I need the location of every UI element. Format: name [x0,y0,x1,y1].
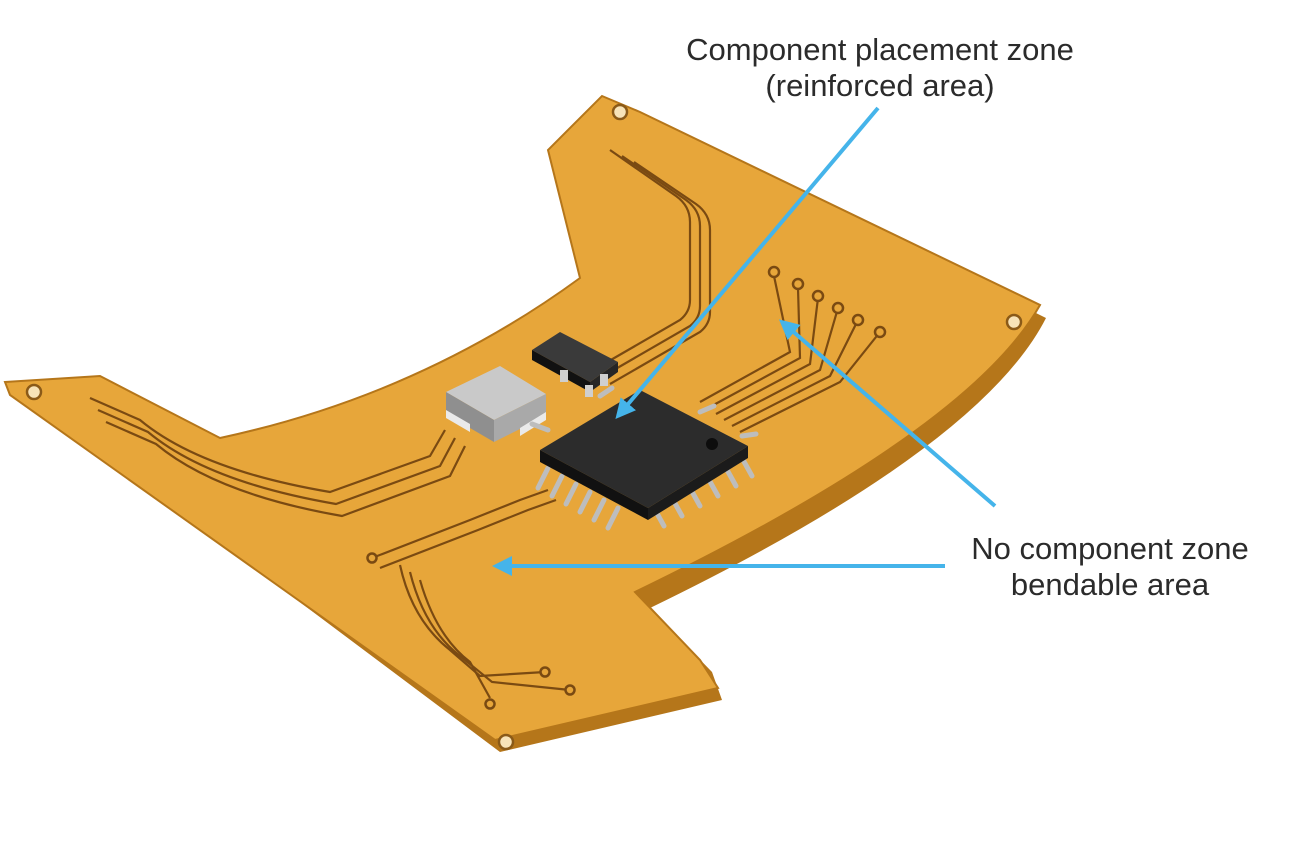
solder-pad [813,291,823,301]
solder-pad [875,327,885,337]
mounting-hole [1007,315,1021,329]
bendable-zone-label-line2: bendable area [930,567,1290,603]
mounting-hole [613,105,627,119]
mounting-hole [27,385,41,399]
solder-pad [541,668,550,677]
pin-1-marker [706,438,718,450]
solder-pad [853,315,863,325]
solder-pad [566,686,575,695]
solder-pad [486,700,495,709]
bendable-zone-label-line1: No component zone [930,531,1290,567]
solder-pad [833,303,843,313]
component-zone-label-line1: Component placement zone [640,32,1120,68]
mounting-hole [499,735,513,749]
bendable-zone-callout: No component zone bendable area [930,531,1290,603]
solder-pad [793,279,803,289]
component-zone-callout: Component placement zone (reinforced are… [640,32,1120,104]
component-zone-label-line2: (reinforced area) [640,68,1120,104]
solder-pad [368,554,377,563]
solder-pad [769,267,779,277]
